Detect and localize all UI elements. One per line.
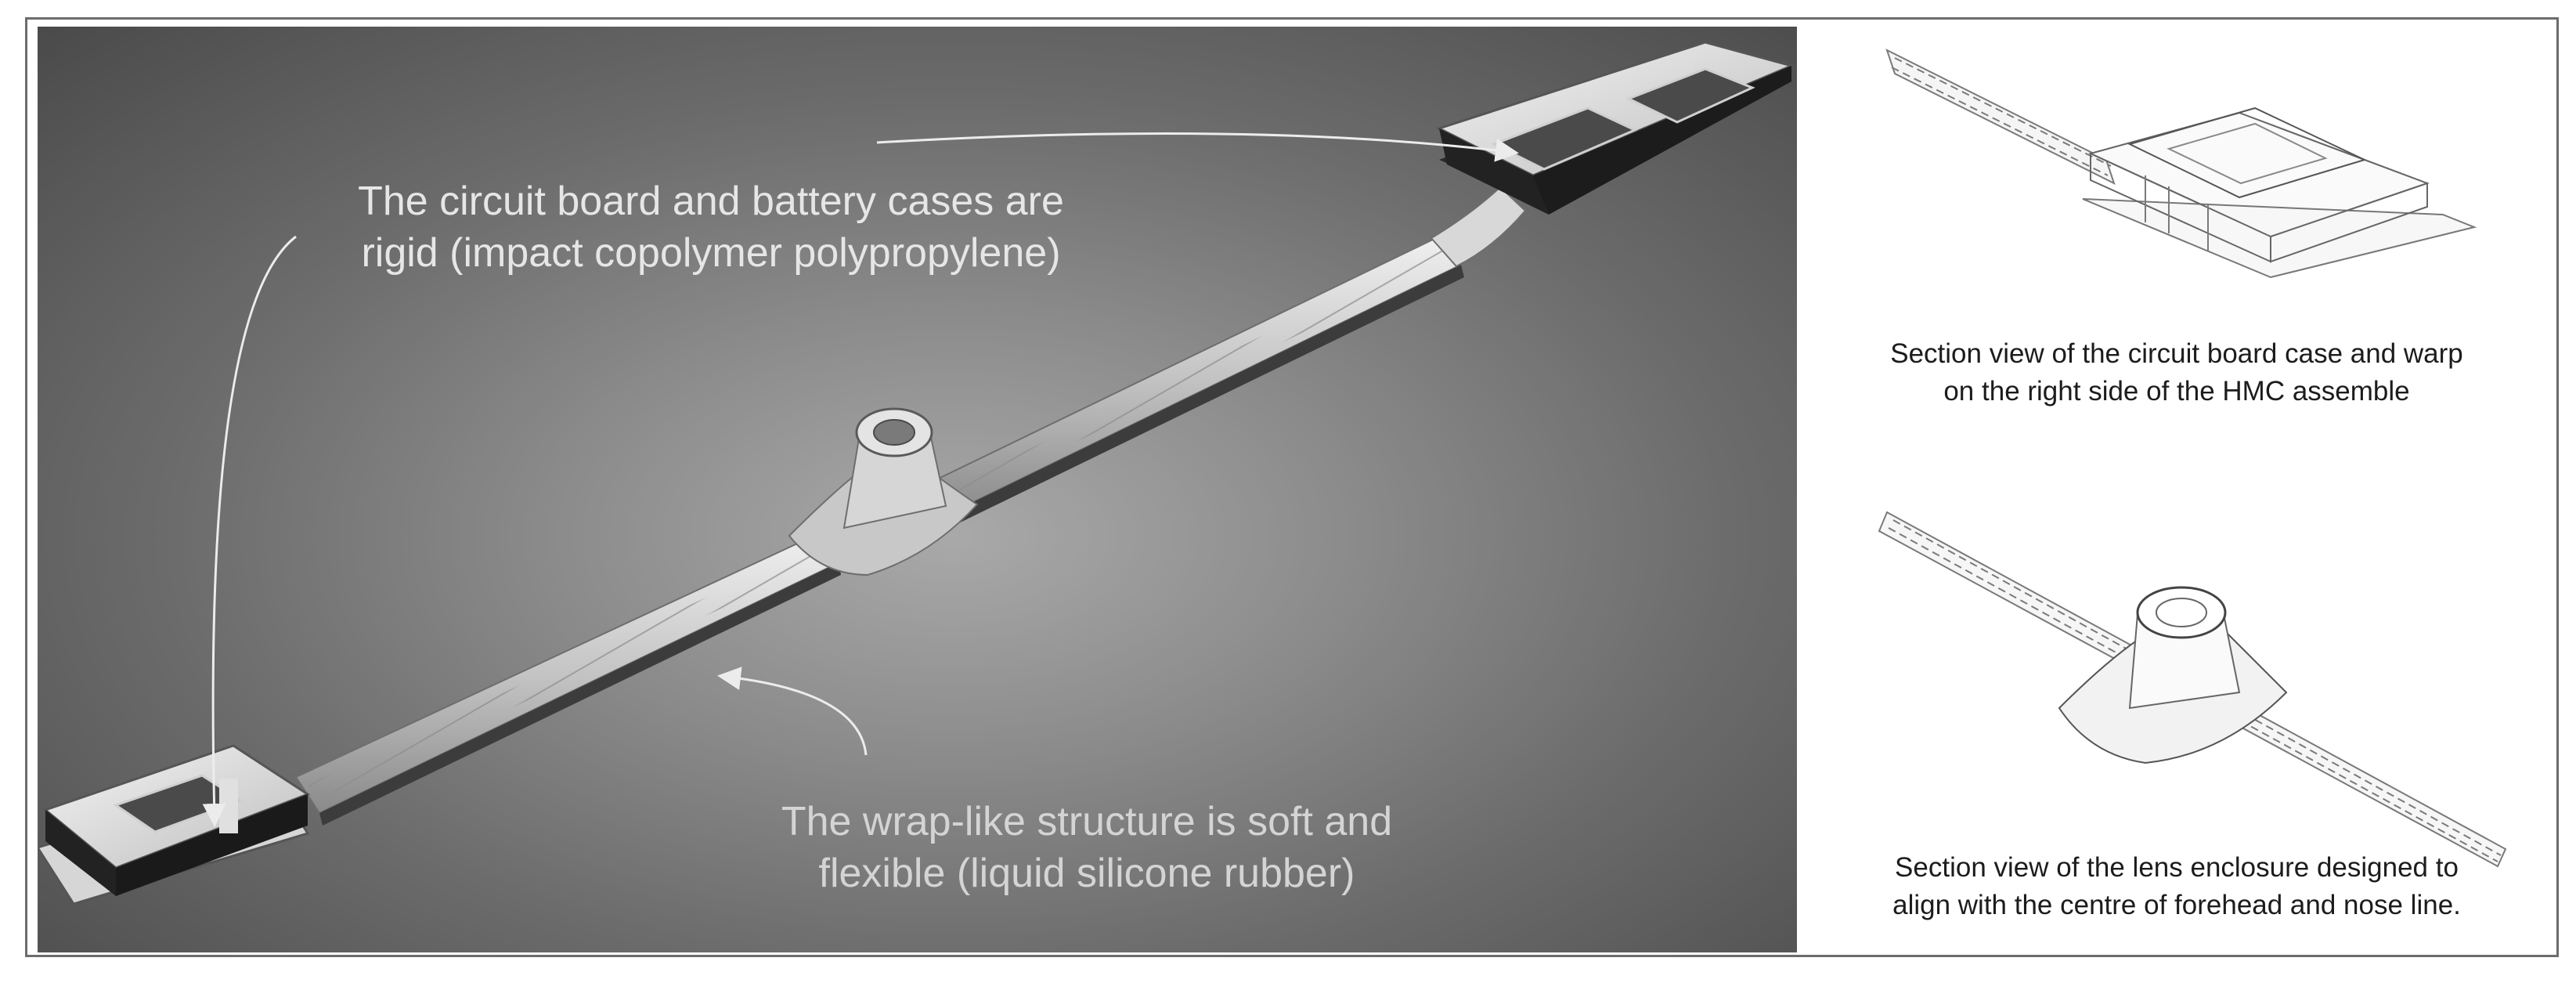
arrow-to-right-case (876, 132, 1519, 162)
caption-bottom-line-1: Section view of the lens enclosure desig… (1895, 852, 2459, 883)
caption-circuit-board-section: Section view of the circuit board case a… (1801, 335, 2553, 410)
section-views-panel: Section view of the circuit board case a… (1801, 27, 2553, 952)
caption-top-line-2: on the right side of the HMC assemble (1943, 376, 2410, 407)
hmc-assembly-render (38, 41, 1795, 905)
strap-left (294, 533, 841, 826)
callout-soft-line-2: flexible (liquid silicone rubber) (818, 851, 1355, 896)
caption-top-line-1: Section view of the circuit board case a… (1890, 338, 2463, 369)
section-view-drawings (1878, 49, 2507, 868)
section-view-circuit-case (1885, 49, 2477, 279)
render-panel: The circuit board and battery cases are … (38, 27, 1797, 952)
arrow-to-strap (717, 667, 868, 756)
strap-right (922, 235, 1464, 528)
caption-bottom-line-2: align with the centre of forehead and no… (1892, 890, 2461, 920)
arrow-to-left-case (202, 235, 297, 827)
callout-soft-line-1: The wrap-like structure is soft and (781, 799, 1393, 844)
callout-soft-wrap: The wrap-like structure is soft and flex… (672, 796, 1502, 899)
case-left (38, 744, 311, 905)
callout-rigid-line-2: rigid (impact copolymer polypropylene) (361, 230, 1061, 276)
caption-lens-enclosure-section: Section view of the lens enclosure desig… (1801, 849, 2553, 924)
callout-rigid-line-1: The circuit board and battery cases are (358, 179, 1064, 224)
callout-rigid-cases: The circuit board and battery cases are … (296, 175, 1126, 279)
case-right (1436, 41, 1795, 215)
lens-hub (788, 407, 979, 576)
section-view-lens-enclosure (1878, 511, 2507, 868)
